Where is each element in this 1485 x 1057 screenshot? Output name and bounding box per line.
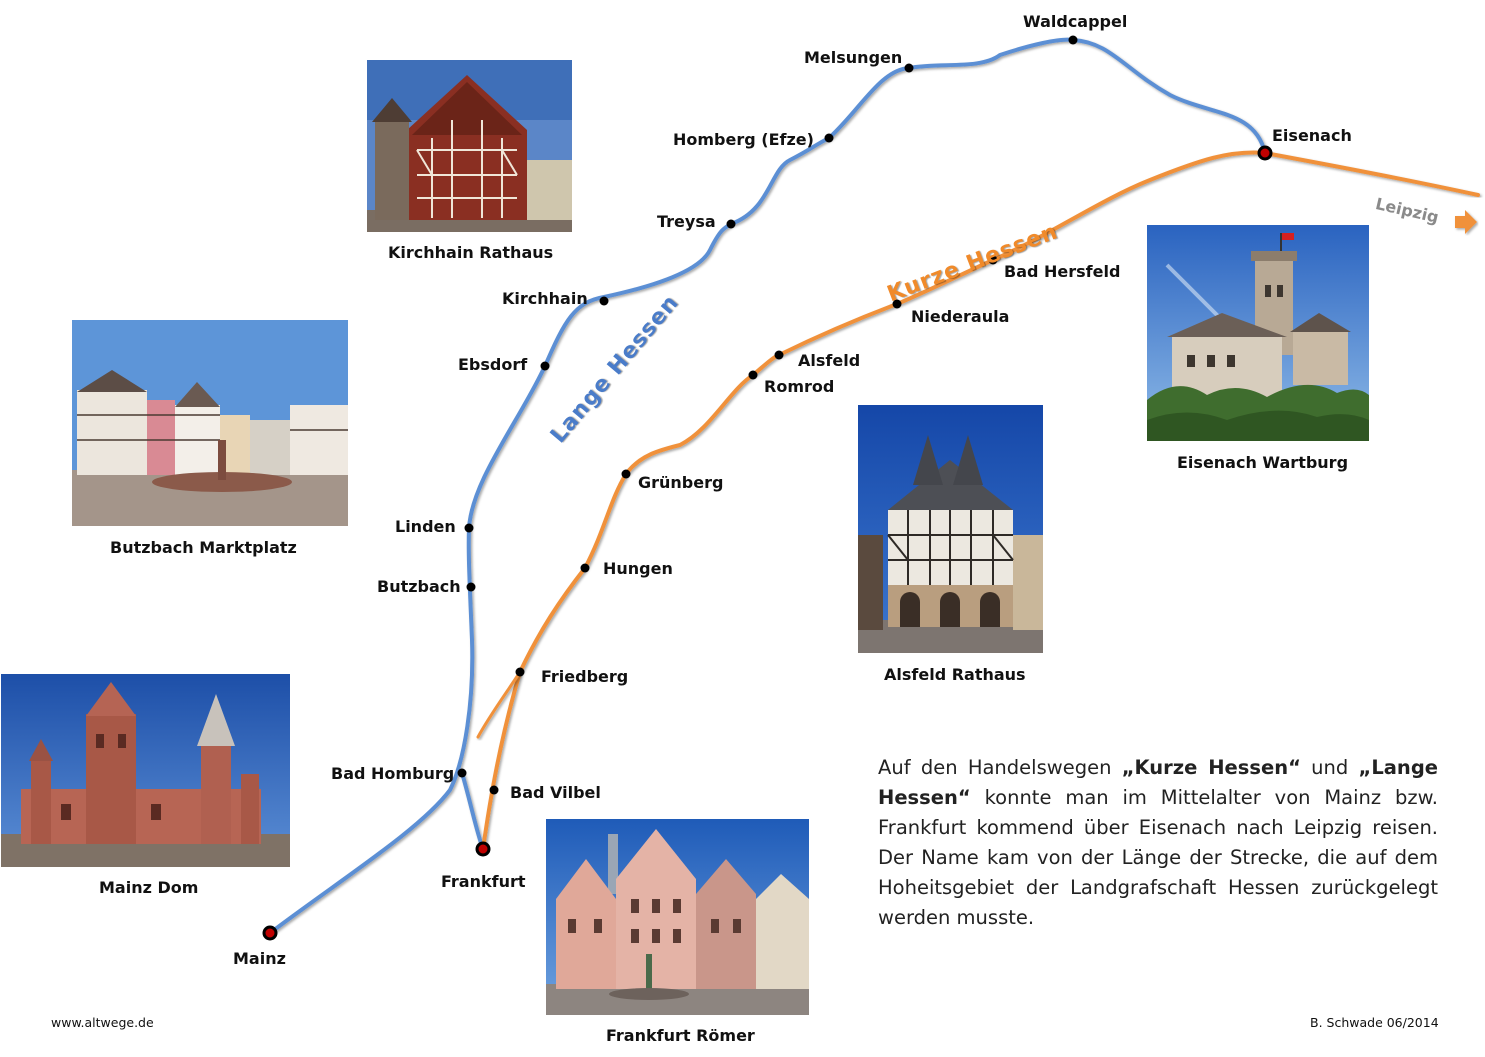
town-frankfurt: Frankfurt — [441, 872, 526, 891]
town-romrod: Romrod — [764, 377, 835, 396]
lange-hessen-route — [268, 37, 1267, 935]
photo-eisenach-wartburg — [1147, 225, 1369, 441]
caption-frankfurt-roemer: Frankfurt Römer — [606, 1026, 755, 1045]
city-frankfurt — [475, 841, 491, 857]
description-part-2: und — [1300, 756, 1359, 779]
town-alsfeld: Alsfeld — [798, 351, 861, 370]
town-ebsdorf: Ebsdorf — [458, 355, 528, 374]
stop-gruenberg — [621, 469, 631, 479]
photo-butzbach-marktplatz — [72, 320, 348, 526]
stop-butzbach — [466, 582, 476, 592]
stop-bad-hersfeld — [988, 255, 998, 265]
town-butzbach: Butzbach — [377, 577, 461, 596]
description-text: Auf den Handelswegen „Kurze Hessen“ und … — [878, 753, 1438, 933]
stop-linden — [464, 523, 474, 533]
stop-niederaula — [892, 299, 902, 309]
stop-bad-homburg — [457, 768, 467, 778]
photo-frankfurt-roemer — [546, 819, 809, 1015]
stop-waldcappel — [1068, 35, 1078, 45]
stop-melsungen — [904, 63, 914, 73]
town-gruenberg: Grünberg — [638, 473, 724, 492]
photo-mainz-dom — [1, 674, 290, 867]
stop-friedberg — [515, 667, 525, 677]
town-niederaula: Niederaula — [911, 307, 1010, 326]
town-mainz: Mainz — [233, 949, 286, 968]
stop-romrod — [748, 370, 758, 380]
city-eisenach — [1257, 145, 1273, 161]
stop-homberg — [824, 133, 834, 143]
photo-alsfeld-rathaus — [858, 405, 1043, 653]
town-bad-homburg: Bad Homburg — [331, 764, 455, 783]
city-mainz — [262, 925, 278, 941]
town-eisenach: Eisenach — [1272, 126, 1352, 145]
description-lange-hessen: „Lange Hessen“ — [878, 756, 1438, 809]
stop-ebsdorf — [540, 361, 550, 371]
town-bad-vilbel: Bad Vilbel — [510, 783, 601, 802]
city-markers — [262, 145, 1273, 941]
town-melsungen: Melsungen — [804, 48, 903, 67]
stop-alsfeld — [774, 350, 784, 360]
stop-markers — [457, 35, 1078, 795]
town-kirchhain: Kirchhain — [502, 289, 588, 308]
town-waldcappel: Waldcappel — [1023, 12, 1128, 31]
description-part-3: konnte man im Mittelalter von Mainz bzw.… — [878, 786, 1438, 929]
town-friedberg: Friedberg — [541, 667, 629, 686]
town-bad-hersfeld: Bad Hersfeld — [1004, 262, 1121, 281]
caption-mainz-dom: Mainz Dom — [99, 878, 199, 897]
town-hungen: Hungen — [603, 559, 673, 578]
stop-hungen — [580, 563, 590, 573]
friedberg-connector — [476, 670, 522, 739]
stop-kirchhain — [599, 296, 609, 306]
caption-butzbach-marktplatz: Butzbach Marktplatz — [110, 538, 297, 557]
footer-website: www.altwege.de — [51, 1015, 154, 1030]
description-part-1: Auf den Handelswegen — [878, 756, 1122, 779]
leipzig-route — [1263, 151, 1480, 197]
lange-hessen-frankfurt-spur — [460, 771, 485, 851]
leipzig-arrow-icon — [1455, 210, 1477, 234]
town-linden: Linden — [395, 517, 456, 536]
caption-eisenach-wartburg: Eisenach Wartburg — [1177, 453, 1349, 472]
description-kurze-hessen: „Kurze Hessen“ — [1121, 756, 1301, 779]
footer-credit: B. Schwade 06/2014 — [1310, 1015, 1439, 1030]
town-treysa: Treysa — [657, 212, 716, 231]
stop-treysa — [726, 219, 736, 229]
town-homberg: Homberg (Efze) — [673, 130, 814, 149]
photo-kirchhain-rathaus — [367, 60, 572, 232]
caption-kirchhain-rathaus: Kirchhain Rathaus — [388, 243, 554, 262]
caption-alsfeld-rathaus: Alsfeld Rathaus — [884, 665, 1026, 684]
stop-bad-vilbel — [489, 785, 499, 795]
